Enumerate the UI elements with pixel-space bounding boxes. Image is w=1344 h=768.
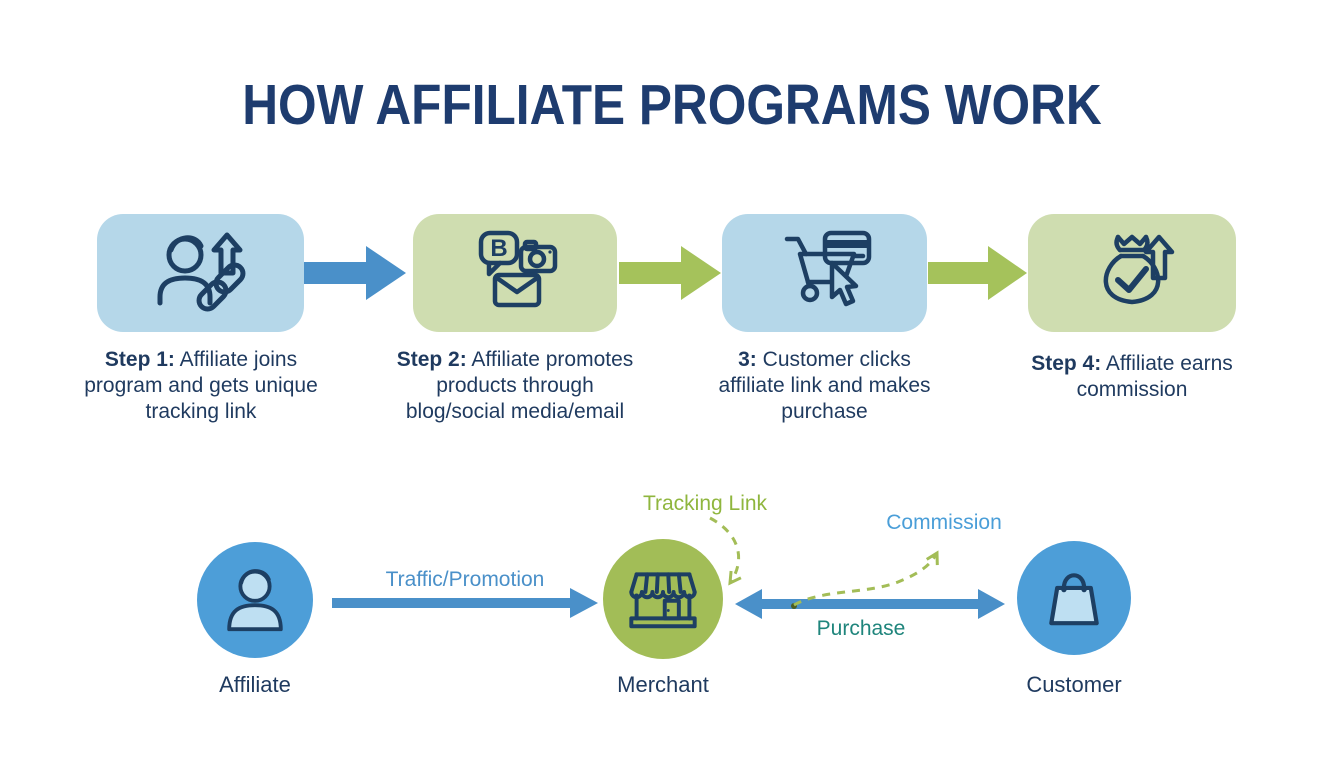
caption-line: purchase <box>781 400 868 423</box>
caption-line: products through <box>436 374 594 397</box>
step-arrow-2 <box>619 246 721 300</box>
commission-dashed-arrow <box>791 550 939 609</box>
commission-label: Commission <box>886 511 1002 534</box>
cart-click-card-icon <box>784 230 871 307</box>
traffic-arrow <box>332 588 598 618</box>
affiliate-label: Affiliate <box>219 672 291 697</box>
caption-line: program and gets unique <box>84 374 318 397</box>
merchant-circle <box>603 539 723 659</box>
storefront-icon <box>629 572 697 629</box>
traffic-promotion-label: Traffic/Promotion <box>385 568 545 591</box>
caption-line: Step 4: Affiliate earns <box>1000 351 1264 377</box>
caption-line: tracking link <box>145 400 257 423</box>
title-row: HOW AFFILIATE PROGRAMS WORK <box>0 72 1344 138</box>
step-number: 3: <box>738 348 757 371</box>
person-link-icon <box>157 232 245 312</box>
step-4-caption: Step 4: Affiliate earns commission <box>1000 351 1264 403</box>
caption-line: Step 1: Affiliate joins <box>70 347 332 373</box>
caption-line: affiliate link and makes <box>718 374 931 397</box>
tracking-link-label: Tracking Link <box>642 492 768 515</box>
money-bag-arrow-icon <box>1103 234 1175 305</box>
caption-line: blog/social media/email <box>405 400 625 423</box>
step-arrow-3 <box>928 246 1027 300</box>
blog-camera-email-icon: B <box>478 230 558 308</box>
step-number: Step 2: <box>396 348 467 371</box>
step-arrow-1 <box>304 246 406 300</box>
caption-text: Affiliate promotes <box>471 348 634 371</box>
step-3-box <box>722 214 927 332</box>
purchase-label: Purchase <box>816 617 906 640</box>
merchant-label: Merchant <box>617 672 709 697</box>
customer-circle <box>1017 541 1131 655</box>
step-2-caption: Step 2: Affiliate promotes products thro… <box>381 347 649 425</box>
caption-text: Affiliate earns <box>1105 352 1233 375</box>
step-number: Step 4: <box>1031 352 1102 375</box>
caption-line: commission <box>1076 378 1188 401</box>
step-3-caption: 3: Customer clicks affiliate link and ma… <box>687 347 962 425</box>
step-2-box: B <box>413 214 617 332</box>
customer-label: Customer <box>1026 672 1122 697</box>
blog-letter: B <box>490 235 507 262</box>
shopping-bag-icon <box>1049 573 1099 626</box>
step-1-box <box>97 214 304 332</box>
step-1-caption: Step 1: Affiliate joins program and gets… <box>70 347 332 425</box>
page-title: HOW AFFILIATE PROGRAMS WORK <box>242 73 1102 137</box>
caption-line: 3: Customer clicks <box>687 347 962 373</box>
caption-line: Step 2: Affiliate promotes <box>381 347 649 373</box>
caption-text: Affiliate joins <box>179 348 298 371</box>
step-number: Step 1: <box>104 348 175 371</box>
caption-text: Customer clicks <box>762 348 911 371</box>
step-4-box <box>1028 214 1236 332</box>
affiliate-circle <box>197 542 313 658</box>
person-icon <box>227 569 283 632</box>
purchase-arrow <box>735 589 1005 619</box>
